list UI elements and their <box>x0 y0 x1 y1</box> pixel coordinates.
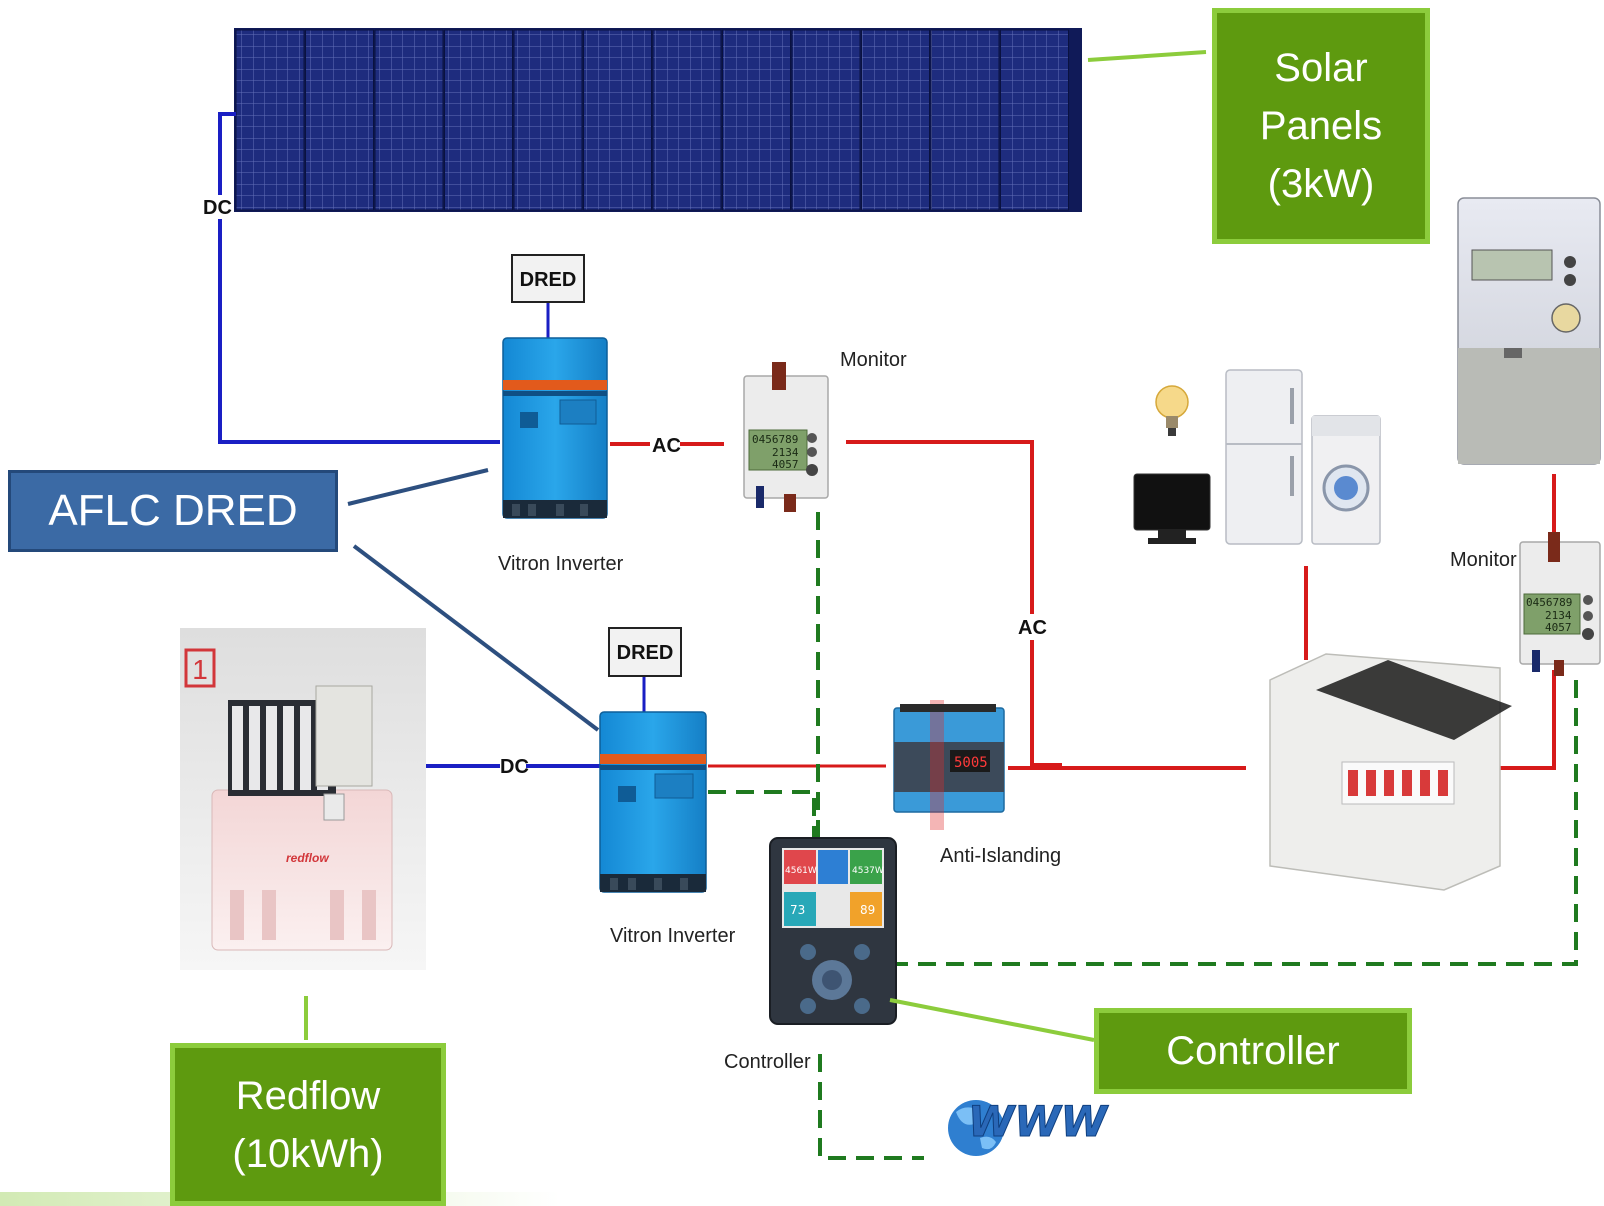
solar-panel-module <box>930 29 1000 211</box>
monitor-2-label: Monitor <box>1450 549 1517 571</box>
www-globe-icon: WWW <box>948 1097 1110 1156</box>
energy-monitor-1: 0456789 2134 4057 <box>743 362 829 512</box>
solar-panel-module <box>583 29 652 211</box>
data-line-inverter2 <box>708 790 816 840</box>
svg-text:redflow: redflow <box>286 851 329 865</box>
dc-label-top: DC <box>203 197 232 219</box>
vitron-inverter-2 <box>599 711 707 893</box>
ac-label-inverter: AC <box>652 435 681 457</box>
solar-panel-module <box>652 29 722 211</box>
svg-text:0456789: 0456789 <box>1526 596 1572 609</box>
solar-panel-module <box>722 29 791 211</box>
controller-small-label: Controller <box>724 1051 811 1073</box>
electricity-meter <box>1457 197 1601 465</box>
aflc-dred-callout: AFLC DRED <box>8 470 338 552</box>
redflow-callout: Redflow (10kWh) <box>170 1043 446 1206</box>
light-bulb-icon <box>1155 385 1189 436</box>
dred-box-1: DRED <box>511 254 585 303</box>
solar-panel-array <box>234 28 1082 212</box>
data-line-monitor2 <box>880 680 1578 966</box>
svg-text:5005: 5005 <box>954 755 988 771</box>
distribution-board <box>1269 653 1512 891</box>
svg-text:4057: 4057 <box>772 458 799 471</box>
solar-panel-module <box>444 29 513 211</box>
svg-text:2134: 2134 <box>772 446 799 459</box>
svg-text:1: 1 <box>192 654 208 685</box>
tv-monitor-icon <box>1133 473 1211 544</box>
solar-panel-module <box>235 29 305 211</box>
washing-machine-icon <box>1311 415 1381 545</box>
svg-text:DRED: DRED <box>520 269 577 291</box>
svg-text:4561W: 4561W <box>785 866 817 876</box>
energy-monitor-2: 0456789 2134 4057 <box>1519 532 1601 676</box>
solar-panel-module <box>1000 29 1069 211</box>
solar-panel-module <box>374 29 444 211</box>
ac-label-mid: AC <box>1018 617 1047 639</box>
dc-label-mid: DC <box>500 756 529 778</box>
svg-text:4537W: 4537W <box>852 866 884 876</box>
svg-text:89: 89 <box>860 903 875 917</box>
svg-text:4057: 4057 <box>1545 621 1572 634</box>
svg-text:0456789: 0456789 <box>752 433 798 446</box>
anti-islanding-label: Anti-Islanding <box>940 845 1061 867</box>
anti-islanding-relay: 5005 <box>893 700 1005 830</box>
solar-panels-callout: Solar Panels (3kW) <box>1212 8 1430 244</box>
solar-panel-module <box>305 29 374 211</box>
data-line-www <box>818 1054 924 1160</box>
svg-text:WWW: WWW <box>968 1097 1110 1146</box>
inverter-1-label: Vitron Inverter <box>498 553 624 575</box>
controller-callout: Controller <box>1094 1008 1412 1094</box>
redflow-battery: 1 redflow <box>180 628 426 970</box>
inverter-2-label: Vitron Inverter <box>610 925 736 947</box>
dred-box-2: DRED <box>608 627 682 677</box>
controller-device: 4561W 4537W 73 89 <box>769 837 897 1025</box>
vitron-inverter-1 <box>502 337 608 519</box>
svg-text:2134: 2134 <box>1545 609 1572 622</box>
monitor-1-label: Monitor <box>840 349 907 371</box>
refrigerator-icon <box>1225 369 1303 545</box>
solar-panel-module <box>513 29 583 211</box>
solar-panel-module <box>791 29 861 211</box>
solar-panel-module <box>861 29 930 211</box>
svg-text:DRED: DRED <box>617 642 674 664</box>
svg-text:73: 73 <box>790 903 805 917</box>
dc-wire-solar <box>218 112 500 444</box>
